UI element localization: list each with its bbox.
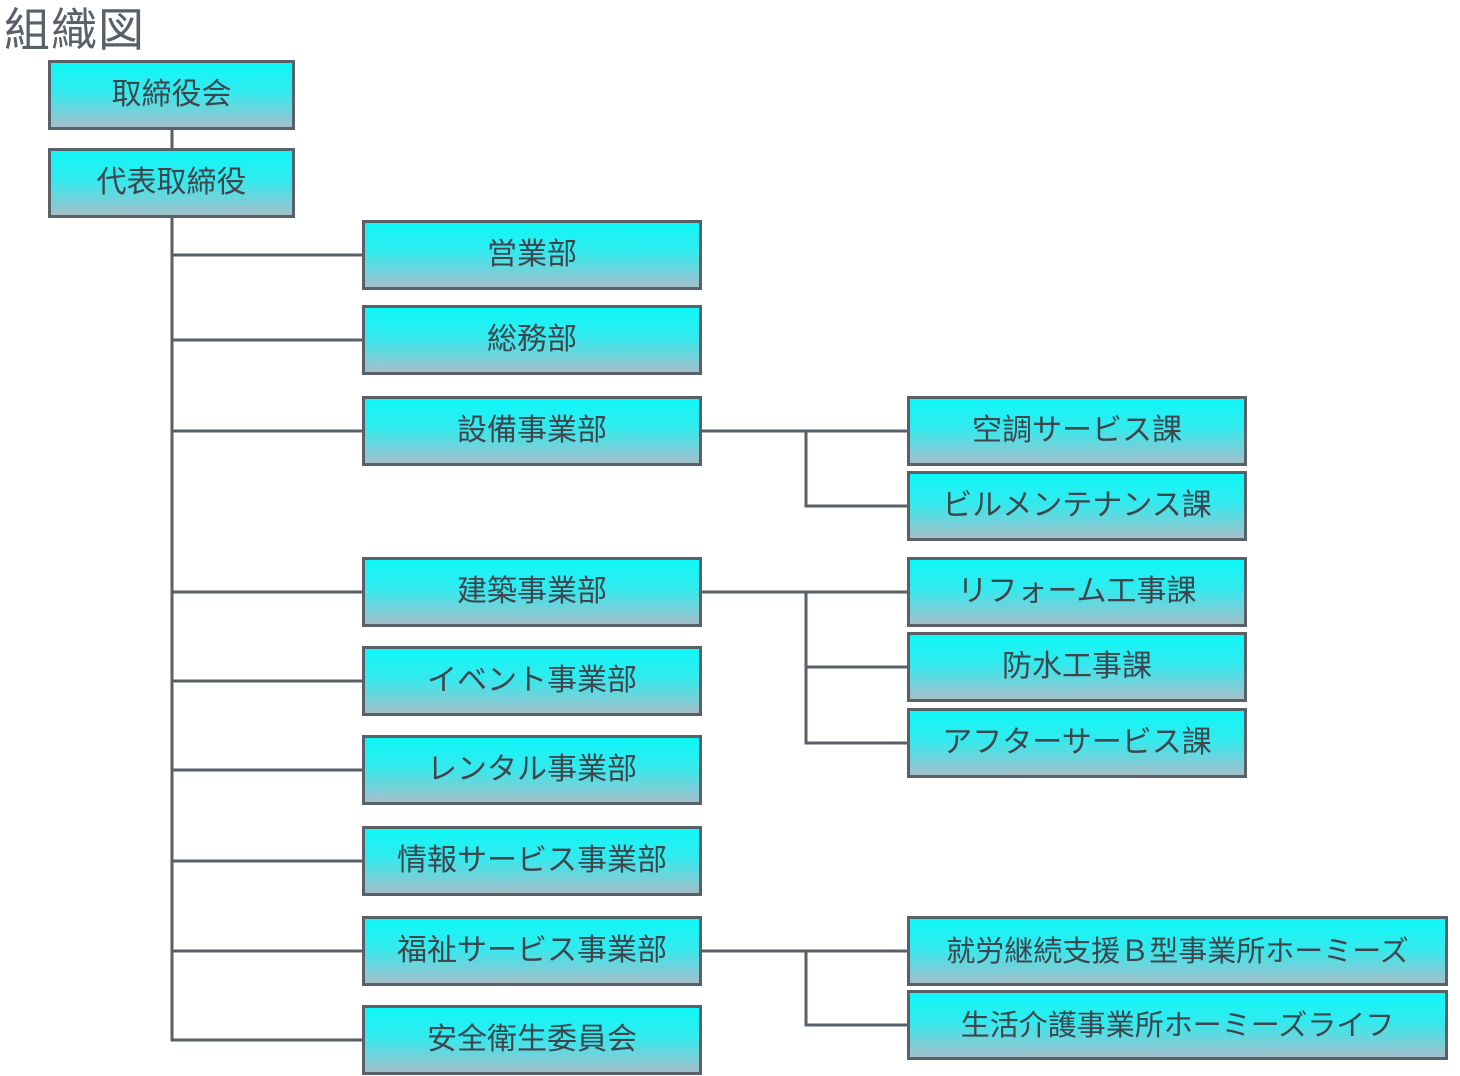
node-construction: 建築事業部	[362, 557, 702, 627]
node-general-affairs: 総務部	[362, 305, 702, 375]
node-after-service: アフターサービス課	[907, 708, 1247, 778]
node-building-maintenance: ビルメンテナンス課	[907, 471, 1247, 541]
node-rental: レンタル事業部	[362, 735, 702, 805]
node-info-service: 情報サービス事業部	[362, 826, 702, 896]
node-homies: 就労継続支援Ｂ型事業所ホーミーズ	[907, 916, 1448, 986]
node-reform: リフォーム工事課	[907, 557, 1247, 627]
node-ceo: 代表取締役	[48, 148, 295, 218]
page-title: 組織図	[4, 3, 145, 57]
node-safety-committee: 安全衛生委員会	[362, 1005, 702, 1075]
node-homies-life: 生活介護事業所ホーミーズライフ	[907, 990, 1448, 1060]
node-sales: 営業部	[362, 220, 702, 290]
node-board: 取締役会	[48, 60, 295, 130]
node-welfare-service: 福祉サービス事業部	[362, 916, 702, 986]
node-waterproofing: 防水工事課	[907, 632, 1247, 702]
node-facilities: 設備事業部	[362, 396, 702, 466]
node-event: イベント事業部	[362, 646, 702, 716]
node-hvac-service: 空調サービス課	[907, 396, 1247, 466]
